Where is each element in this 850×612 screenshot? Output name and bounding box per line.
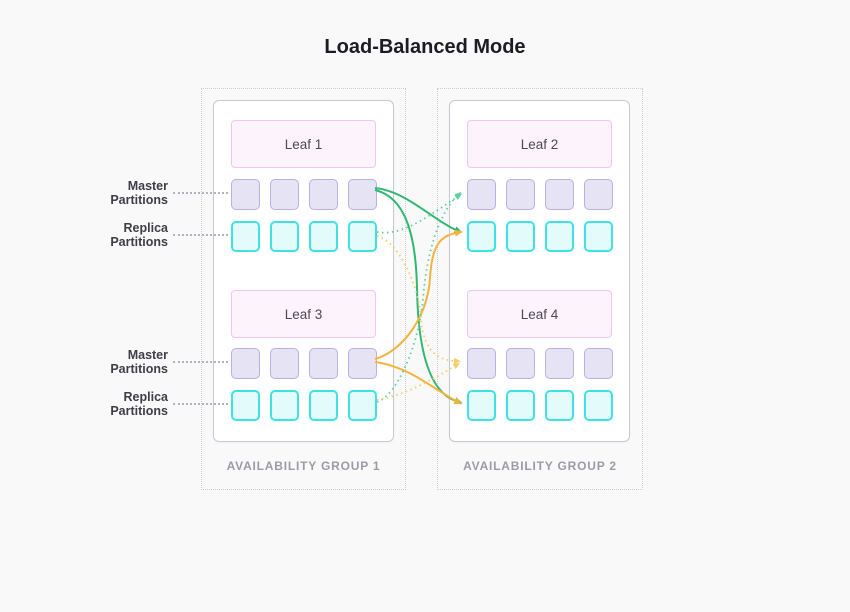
master-partition-square: [506, 348, 535, 379]
availability-group-2: Leaf 2 Leaf 4: [437, 88, 643, 490]
page-title: Load-Balanced Mode: [324, 36, 526, 58]
label-line: Master: [127, 348, 168, 362]
master-partition-square: [506, 179, 535, 210]
master-partitions-label-bottom: Master Partitions: [73, 348, 168, 376]
leaf-card-group-2: Leaf 2 Leaf 4: [449, 100, 630, 442]
master-partition-square: [348, 348, 377, 379]
replica-partition-square: [348, 390, 377, 421]
replica-partition-square: [309, 390, 338, 421]
replica-partition-square: [467, 390, 496, 421]
master-partition-square: [309, 348, 338, 379]
replica-partition-square: [506, 390, 535, 421]
master-partition-square: [231, 348, 260, 379]
leaf-card-group-1: Leaf 1 Leaf 3: [213, 100, 394, 442]
label-connector-dotted-line: [173, 361, 228, 363]
replica-partition-square: [467, 221, 496, 252]
label-line: Replica: [123, 221, 168, 235]
replica-partition-square: [545, 221, 574, 252]
master-partition-square: [231, 179, 260, 210]
master-partition-square: [545, 179, 574, 210]
leaf-2-master-partitions-row: [467, 179, 613, 210]
master-partition-square: [348, 179, 377, 210]
leaf-3-replica-partitions-row: [231, 390, 377, 421]
replica-partition-square: [270, 221, 299, 252]
label-line: Partitions: [110, 361, 168, 376]
master-partition-square: [270, 348, 299, 379]
leaf-1-node: Leaf 1: [231, 120, 376, 168]
leaf-4-node: Leaf 4: [467, 290, 612, 338]
replica-partition-square: [348, 221, 377, 252]
master-partitions-label-top: Master Partitions: [73, 179, 168, 207]
leaf-4-replica-partitions-row: [467, 390, 613, 421]
label-connector-dotted-line: [173, 234, 228, 236]
availability-group-2-caption: AVAILABILITY GROUP 2: [463, 459, 617, 473]
master-partition-square: [270, 179, 299, 210]
label-line: Partitions: [110, 403, 168, 418]
replica-partition-square: [231, 390, 260, 421]
label-connector-dotted-line: [173, 403, 228, 405]
replica-partition-square: [584, 390, 613, 421]
label-line: Master: [127, 179, 168, 193]
availability-group-1: Leaf 1 Leaf 3: [201, 88, 406, 490]
leaf-1-master-partitions-row: [231, 179, 377, 210]
label-line: Partitions: [110, 192, 168, 207]
master-partition-square: [467, 348, 496, 379]
replica-partitions-label-bottom: Replica Partitions: [73, 390, 168, 418]
leaf-4-master-partitions-row: [467, 348, 613, 379]
replica-partition-square: [231, 221, 260, 252]
master-partition-square: [309, 179, 338, 210]
label-connector-dotted-line: [173, 192, 228, 194]
master-partition-square: [467, 179, 496, 210]
master-partition-square: [545, 348, 574, 379]
leaf-2-node: Leaf 2: [467, 120, 612, 168]
leaf-1-replica-partitions-row: [231, 221, 377, 252]
availability-group-1-caption: AVAILABILITY GROUP 1: [226, 459, 381, 473]
replica-partition-square: [545, 390, 574, 421]
master-partition-square: [584, 179, 613, 210]
leaf-3-node: Leaf 3: [231, 290, 376, 338]
master-partition-square: [584, 348, 613, 379]
replica-partition-square: [270, 390, 299, 421]
label-line: Partitions: [110, 234, 168, 249]
replica-partition-square: [506, 221, 535, 252]
label-line: Replica: [123, 390, 168, 404]
leaf-3-master-partitions-row: [231, 348, 377, 379]
replica-partitions-label-top: Replica Partitions: [73, 221, 168, 249]
leaf-2-replica-partitions-row: [467, 221, 613, 252]
replica-partition-square: [584, 221, 613, 252]
replica-partition-square: [309, 221, 338, 252]
